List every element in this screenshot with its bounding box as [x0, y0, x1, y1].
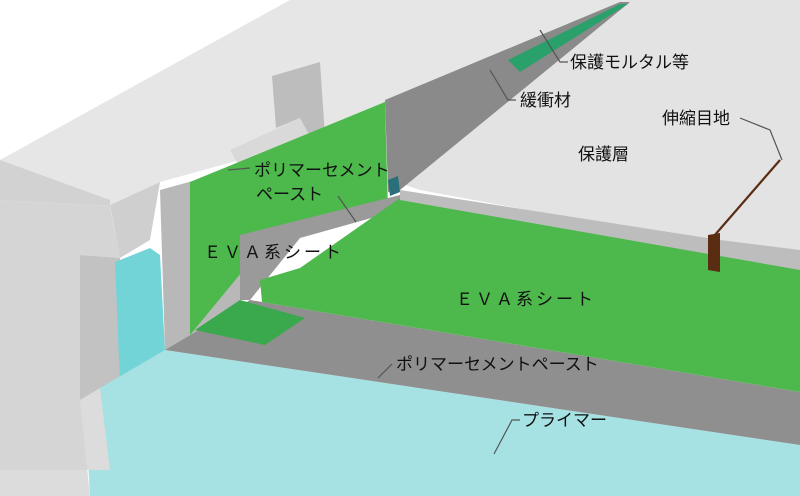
label-cushion-material: 緩衝材	[520, 91, 571, 111]
label-protective-layer: 保護層	[578, 145, 629, 165]
label-primer: プライマー	[522, 411, 607, 431]
paste-wall-band	[240, 195, 400, 300]
paste-floor	[165, 300, 800, 445]
label-paste-wall-line1: ポリマーセメント	[254, 161, 390, 181]
expansion-joint	[708, 233, 720, 272]
primer-wall	[115, 248, 165, 385]
label-paste-floor: ポリマーセメントペースト	[396, 355, 599, 375]
eva-sheet-overlap	[195, 300, 305, 345]
parapet-cap	[272, 62, 325, 140]
primer-floor	[85, 350, 800, 496]
outer-wall-recess	[80, 255, 120, 400]
leader-paste-wall-2	[337, 195, 357, 223]
leader-paste-wall	[227, 167, 251, 171]
base-slab	[0, 388, 110, 496]
eva-sheet-floor	[260, 198, 800, 392]
label-eva-sheet-wall: ＥＶＡ系シート	[204, 243, 344, 263]
leader-cushion	[489, 69, 516, 101]
eva-sheet-wall	[190, 102, 388, 335]
outer-wall-face	[0, 200, 130, 470]
protective-layer-edge	[400, 190, 800, 270]
protective-mortar-wall	[385, 2, 630, 192]
label-paste-wall-line2: ペースト	[256, 185, 323, 205]
label-eva-sheet-floor: ＥＶＡ系シート	[456, 290, 596, 310]
label-expansion-joint: 伸縮目地	[662, 109, 730, 129]
cushion-strip	[508, 4, 628, 72]
leader-paste-floor	[377, 363, 393, 379]
label-protective-mortar: 保護モルタル等	[570, 53, 689, 73]
cushion-edge	[388, 176, 400, 196]
parapet-cap-step	[230, 100, 320, 170]
leader-joint	[713, 159, 781, 237]
parapet-edge	[0, 160, 110, 206]
leader-joint-2	[739, 117, 783, 161]
leader-protective-mortar	[539, 29, 568, 63]
parapet-inner-face	[110, 182, 160, 258]
leader-primer	[493, 419, 520, 455]
